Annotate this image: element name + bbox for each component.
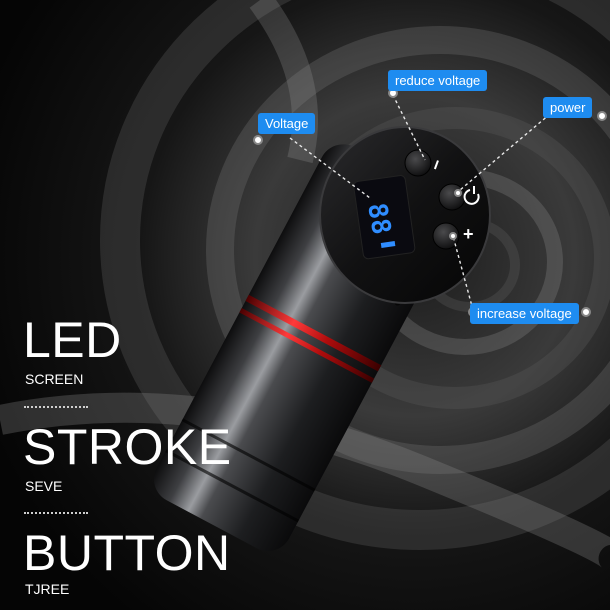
feature-subtitle-seve: SEVE [25,478,63,494]
divider [24,512,88,514]
feature-title-stroke: STROKE [23,419,232,475]
reduce-voltage-callout: reduce voltage [388,70,488,91]
feature-title-button: BUTTON [23,525,231,581]
red-ring [239,308,375,383]
plus-symbol: + [463,224,474,244]
minus-button[interactable] [404,149,432,177]
plus-button[interactable] [432,222,460,250]
increase-voltage-callout: increase voltage [470,303,579,324]
led-digits: 88 [361,201,396,237]
feature-subtitle-tjree: TJREE [25,581,70,597]
divider [24,406,88,408]
red-ring [245,294,382,372]
feature-subtitle-screen: SCREEN [25,371,84,387]
led-screen [353,175,416,260]
power-icon [463,186,480,205]
voltage-callout: Voltage [258,113,316,134]
power-button[interactable] [438,183,466,211]
power-callout: power [543,97,593,118]
feature-title-led: LED [23,312,122,368]
